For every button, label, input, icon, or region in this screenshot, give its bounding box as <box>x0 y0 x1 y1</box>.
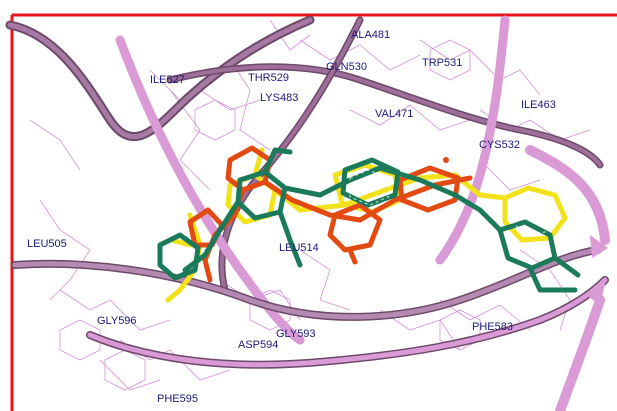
residue-label-gly593: GLY593 <box>276 328 316 340</box>
residue-label-thr529: THR529 <box>248 72 289 84</box>
residue-label-ile463: ILE463 <box>521 99 556 111</box>
residue-label-trp531: TRP531 <box>422 57 463 69</box>
residue-label-ile527: ILE527 <box>150 74 185 86</box>
ligand-green <box>157 147 581 293</box>
residue-label-cys532: CYS532 <box>479 139 520 151</box>
ligand-orange <box>187 145 473 283</box>
residue-label-gln530: GLN530 <box>326 61 367 73</box>
residue-label-ala481: ALA481 <box>351 29 391 41</box>
aromatic-ring-hints <box>349 169 556 235</box>
residue-label-leu505: LEU505 <box>27 238 67 250</box>
protein-ribbons <box>5 15 610 411</box>
residue-label-phe583: PHE583 <box>472 321 513 333</box>
residue-label-val471: VAL471 <box>375 108 414 120</box>
residue-label-leu514: LEU514 <box>279 242 319 254</box>
viewport-frame <box>10 13 617 411</box>
residue-label-lys483: LYS483 <box>260 92 299 104</box>
residue-label-asp594: ASP594 <box>238 339 279 351</box>
residue-label-gly596: GLY596 <box>97 315 137 327</box>
residue-label-phe595: PHE595 <box>157 393 198 405</box>
